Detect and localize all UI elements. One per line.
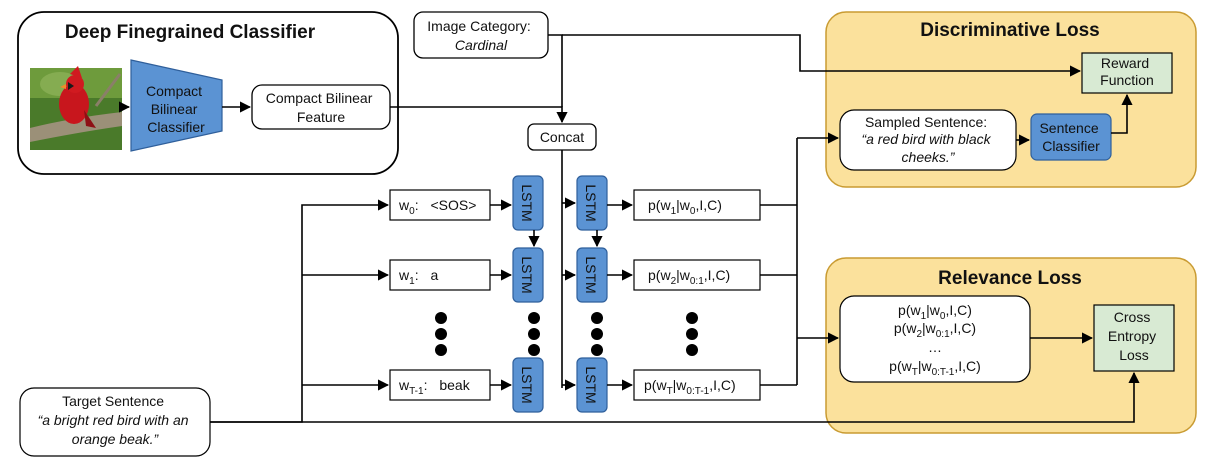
classifier-panel-title: Deep Finegrained Classifier [65,22,316,43]
reward-line-1: Reward [1101,55,1149,71]
sampled-label: Sampled Sentence: [865,114,987,130]
svg-text:LSTM: LSTM [583,366,599,403]
relevance-ellipsis: … [928,339,942,355]
svg-text:LSTM: LSTM [519,366,535,403]
output-box-2: p(wT|w0:T-1,I,C) [633,369,761,401]
sentence-classifier-box [1030,113,1112,161]
image-category-value: Cardinal [455,37,508,53]
svg-text:Reward Function: Reward Function [1100,55,1154,88]
svg-text:Image Category: Cardinal: Image Category: Cardinal [427,18,534,53]
lstm-cell-2-0: LSTM [576,175,608,231]
svg-text:Compact Bilinear Class: Compact Bilinear Classifier [146,83,206,135]
cardinal-image [30,66,122,150]
word-input-0: w0: <SOS> [389,189,491,221]
cnn-label-line-3: Classifier [147,119,205,135]
sentence-classifier-line-1: Sentence [1039,120,1098,136]
reward-function-box [1081,52,1173,94]
lstm-cell-1-1: LSTM [512,247,544,303]
svg-text:w1: a: w1: a [398,267,438,287]
word-input-1: w1: a [389,259,491,291]
svg-text:LSTM: LSTM [583,256,599,293]
cross-entropy-line-3: Loss [1119,347,1149,363]
cross-entropy-line-2: Entropy [1108,328,1156,344]
concat-label: Concat [540,129,584,145]
svg-text:p(wT|w0:T-1,I,C): p(wT|w0:T-1,I,C) [644,377,736,397]
ellipsis-dots [435,312,698,356]
connectors [118,34,1140,423]
svg-text:p(w2|w0:1,I,C): p(w2|w0:1,I,C) [648,267,730,287]
svg-text:LSTM: LSTM [519,184,535,221]
target-sentence-line-1: “a bright red bird with an [38,412,189,428]
word-input-2: wT-1: beak [389,369,491,401]
lstm-cell-2-2: LSTM [576,357,608,413]
svg-text:Sentence Classifier: Sentence Classifier [1039,120,1102,154]
relevance-prob-line-3: p(wT|w0:T-1,I,C) [889,358,981,378]
svg-text:Compact Bilinear Feature: Compact Bilinear Feature [266,90,377,125]
reward-line-2: Function [1100,72,1154,88]
svg-text:Target Sentence “a bright: Target Sentence “a bright red bird with … [38,393,193,447]
relevance-prob-line-1: p(w1|w0,I,C) [898,302,972,322]
relevance-loss-title: Relevance Loss [938,268,1082,289]
lstm-cell-1-2: LSTM [512,357,544,413]
svg-text:Cross Entropy Loss: Cross Entropy Loss [1108,309,1160,363]
svg-text:LSTM: LSTM [583,184,599,221]
feature-label-line-1: Compact Bilinear [266,90,373,106]
svg-text:Sampled Sentence: “a red b: Sampled Sentence: “a red bird with black… [861,114,994,165]
lstm-cell-2-1: LSTM [576,247,608,303]
discriminative-loss-title: Discriminative Loss [920,20,1100,41]
output-box-1: p(w2|w0:1,I,C) [633,259,761,291]
cnn-label-line-2: Bilinear [151,101,198,117]
relevance-prob-box [839,295,1031,383]
sentence-classifier-line-2: Classifier [1042,138,1100,154]
cross-entropy-line-1: Cross [1114,309,1151,325]
target-sentence-label: Target Sentence [62,393,164,409]
feature-label-line-2: Feature [297,109,345,125]
svg-text:p(w1|w0,I,C): p(w1|w0,I,C) [648,197,722,217]
lstm-cells: LSTM LSTM LSTM LSTM LSTM LSTM [512,175,608,413]
svg-text:wT-1: beak: wT-1: beak [398,377,471,397]
cross-entropy-box [1093,304,1175,372]
output-box-0: p(w1|w0,I,C) [633,189,761,221]
lstm-cell-1-0: LSTM [512,175,544,231]
svg-text:w0: <SOS>: w0: <SOS> [398,197,476,217]
relevance-prob-line-2: p(w2|w0:1,I,C) [894,320,976,340]
cnn-label-line-1: Compact [146,83,202,99]
sampled-line-1: “a red bird with black [861,131,991,147]
svg-text:LSTM: LSTM [519,256,535,293]
compact-bilinear-classifier-shape [130,59,223,152]
target-sentence-line-2: orange beak.” [72,431,160,447]
sampled-line-2: cheeks.” [902,149,956,165]
image-category-label: Image Category: [427,18,531,34]
